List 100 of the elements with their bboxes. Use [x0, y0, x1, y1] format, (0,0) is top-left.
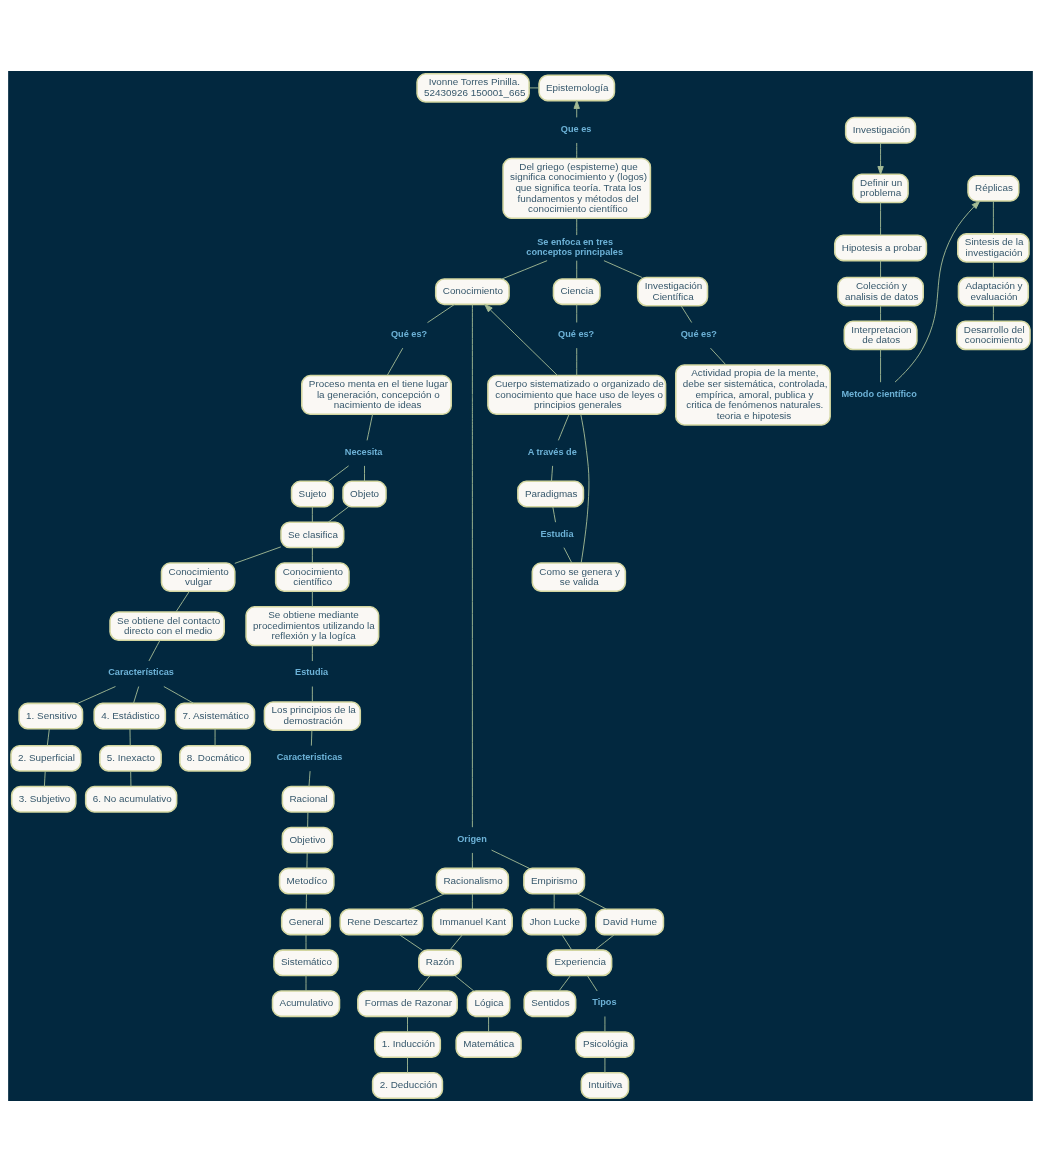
connector	[471, 892, 473, 910]
connector	[449, 933, 463, 951]
node-text: Caracteristicas	[276, 751, 343, 762]
node-text: Se enfoca en tres conceptos principales	[526, 236, 623, 257]
node-box: Racional	[281, 785, 335, 813]
node-box: Acumulativo	[271, 989, 341, 1017]
connector	[366, 413, 373, 441]
connector	[680, 305, 693, 323]
connector	[880, 259, 882, 278]
connector	[604, 1056, 606, 1073]
node-box: 7. Asistemático	[174, 702, 256, 730]
node-box: Los principios de la demostración	[263, 700, 362, 731]
node-box: Hipotesis a probar	[833, 234, 928, 261]
node-box: Conocimiento	[434, 277, 510, 305]
node-box: Conocimiento científico	[274, 561, 350, 592]
connector	[407, 1015, 408, 1032]
node-text: Qué es?	[680, 328, 717, 339]
node-box: Sentidos	[523, 989, 577, 1017]
connector	[576, 892, 608, 910]
connector	[427, 303, 456, 323]
connector	[307, 811, 309, 828]
connector	[491, 849, 530, 869]
connector	[880, 348, 882, 383]
arrow	[894, 200, 981, 383]
connector	[992, 200, 994, 234]
node-text: A través de	[527, 446, 577, 457]
connector	[407, 1056, 408, 1073]
connector	[306, 851, 308, 869]
connector	[214, 727, 216, 746]
connector	[148, 639, 161, 661]
node-box: Ivonne Torres Pinilla. 52430926 150001_665	[416, 72, 530, 103]
connector	[992, 305, 994, 322]
connector	[311, 590, 313, 607]
node-box: Intuitiva	[580, 1071, 630, 1099]
node-text: Origen	[457, 833, 487, 844]
node-box: Investigación Científica	[636, 276, 709, 307]
connector	[364, 464, 365, 482]
node-box: Objeto	[342, 480, 387, 507]
connector	[580, 413, 590, 563]
node-box: Del griego (espisteme) que significa conocimiento y (logos) que significa teoría. Trata los fundamentos y métodos del conocimiento científico	[502, 157, 652, 219]
node-box: 1. Sensitivo	[18, 702, 84, 730]
node-box: Investigación	[844, 116, 917, 144]
node-text: Metodo científico	[841, 388, 917, 399]
node-box: Rene Descartez	[339, 907, 424, 935]
connector	[408, 892, 446, 910]
node-box: Razón	[418, 948, 462, 976]
connector	[77, 685, 116, 704]
connector	[416, 974, 431, 991]
node-box: David Hume	[595, 907, 665, 935]
connector	[992, 261, 994, 278]
connector	[576, 217, 578, 236]
connector	[563, 546, 573, 563]
connector	[305, 892, 307, 910]
node-box: Desarrollo del conocimiento	[955, 320, 1031, 350]
node-box: Metodíco	[278, 867, 335, 894]
connector	[133, 685, 140, 704]
connector	[576, 259, 578, 279]
connector	[386, 347, 404, 376]
node-box: Paradigmas	[517, 480, 585, 507]
connector	[586, 974, 598, 991]
node-box: Empirismo	[523, 867, 586, 894]
connector	[710, 347, 727, 365]
connector	[129, 727, 131, 746]
node-box: Se clasifica	[280, 520, 345, 548]
connector	[454, 974, 475, 991]
connector	[46, 727, 50, 746]
node-box: Sujeto	[290, 480, 334, 507]
node-box: Se obtiene mediante procedimientos utilizando la reflexión y la logíca	[245, 605, 380, 646]
node-text: Que es	[560, 123, 592, 134]
connector	[558, 974, 571, 991]
node-box: 8. Docmático	[179, 744, 252, 772]
node-box: Proceso menta en el tiene lugar la generación, concepción o nacimiento de ideas	[301, 374, 452, 415]
connector	[305, 974, 307, 991]
node-box: Definir un problema	[852, 173, 909, 203]
connector	[552, 505, 556, 523]
node-box: General	[280, 907, 332, 935]
node-box: 5. Inexacto	[99, 744, 162, 772]
arrow	[877, 142, 884, 175]
node-box: Experiencia	[546, 948, 613, 976]
connector	[311, 505, 313, 523]
connector	[311, 546, 313, 563]
node-text: Qué es?	[390, 328, 428, 339]
node-box: 4. Estádistico	[93, 702, 167, 730]
connector	[175, 590, 190, 612]
node-box: Como se genera y se valida	[531, 561, 627, 592]
connector	[576, 303, 578, 323]
node-box: Conocimiento vulgar	[160, 561, 236, 592]
node-box: Formas de Razonar	[357, 989, 458, 1017]
connector	[327, 464, 350, 482]
node-text: Características	[108, 666, 174, 677]
node-box: Cuerpo sistematizado o organizado de conocimiento que hace uso de leyes o principios generales	[487, 374, 667, 415]
node-box: Se obtiene del contacto directo con el medio	[109, 610, 225, 641]
connector	[594, 933, 615, 951]
node-box: Ciencia	[552, 277, 601, 305]
connector	[471, 851, 473, 869]
node-box: 3. Subjetivo	[10, 785, 77, 813]
connector	[43, 770, 46, 787]
connector	[234, 545, 282, 564]
connector	[551, 464, 554, 482]
connector	[308, 770, 311, 787]
